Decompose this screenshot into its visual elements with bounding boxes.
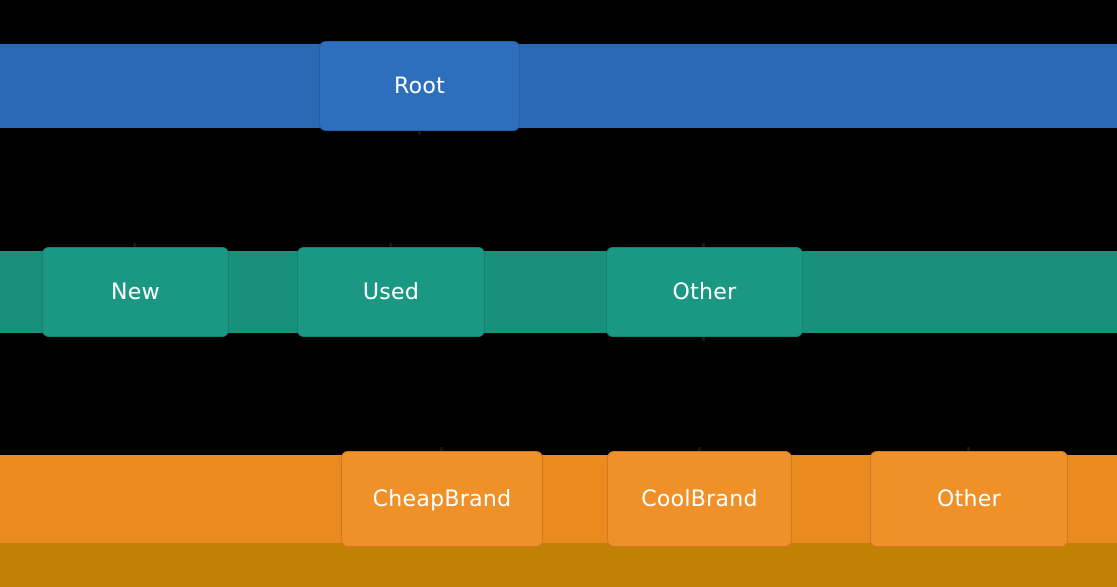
node-new: New xyxy=(42,247,229,337)
level-4-band xyxy=(0,543,1117,587)
node-used: Used xyxy=(297,247,485,337)
node-root: Root xyxy=(319,41,520,131)
connector-stub xyxy=(418,127,421,135)
level-1-band xyxy=(0,44,1117,128)
node-cheapbrand: CheapBrand xyxy=(341,451,543,547)
node-coolbrand: CoolBrand xyxy=(607,451,792,547)
node-other-level2: Other xyxy=(606,247,803,337)
connector-stub xyxy=(702,333,705,341)
node-other-level3: Other xyxy=(870,451,1068,547)
